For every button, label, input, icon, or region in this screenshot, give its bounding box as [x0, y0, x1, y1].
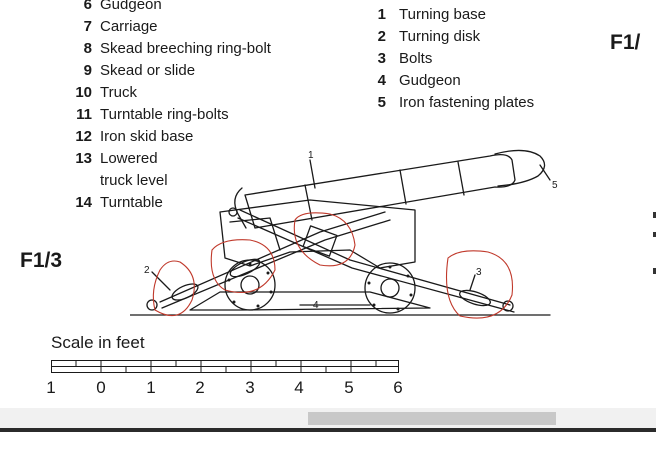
- barrel-ring: [457, 161, 465, 196]
- annotation-circle: [293, 212, 356, 267]
- gun-carriage: [219, 199, 416, 269]
- callout-leader: [151, 271, 171, 291]
- bottom-blank-area: [0, 432, 656, 452]
- breeching-block: [302, 225, 338, 257]
- barrel-ring: [304, 184, 313, 221]
- window-bottom-border: [0, 428, 656, 432]
- truck-axle: [380, 278, 400, 298]
- truck-axle: [240, 275, 260, 295]
- callout-leader: [539, 164, 551, 181]
- front-truck: [224, 259, 276, 311]
- rear-truck: [364, 262, 416, 314]
- scale-number: 6: [393, 378, 403, 397]
- tackle-rope: [237, 217, 515, 313]
- scale-number: 4: [294, 378, 304, 397]
- skid-base: [189, 291, 431, 311]
- scale-number: 5: [344, 378, 354, 397]
- truck-rivets: [227, 262, 413, 311]
- annotation-circle: [210, 239, 276, 294]
- callout-leader: [309, 159, 316, 189]
- tackle-block: [171, 283, 199, 301]
- callout-number: 5: [552, 180, 558, 191]
- scale-number: 1: [46, 378, 56, 397]
- scale-number: 2: [195, 378, 205, 397]
- callout-number: 1: [308, 150, 314, 161]
- tackle-block: [459, 289, 491, 307]
- cannon-carriage-diagram: 1 2 3 4 5: [130, 149, 558, 319]
- legend-item: truck level: [100, 172, 168, 189]
- tackle-rope: [159, 211, 386, 303]
- carriage-detail: [229, 217, 281, 251]
- tackle-rope: [239, 209, 511, 306]
- callout-leader: [469, 274, 476, 291]
- edge-marks: [653, 212, 656, 274]
- scale-number: 0: [96, 378, 106, 397]
- ring-bolt: [146, 299, 158, 311]
- figure-label: F1/3: [20, 249, 63, 272]
- scale-number: 1: [146, 378, 156, 397]
- annotation-circle: [152, 260, 195, 317]
- callout-number: 2: [144, 265, 150, 276]
- callout-number: 3: [476, 267, 482, 278]
- scale-number: 3: [245, 378, 255, 397]
- tackle-rope: [161, 219, 391, 309]
- callout-number: 4: [313, 300, 319, 311]
- ring-bolt: [502, 300, 514, 312]
- scale-numbers: 1 0 1 2 3 4 5 6: [0, 378, 656, 400]
- red-annotations: [152, 212, 514, 319]
- scale-title: Scale in feet: [51, 333, 145, 352]
- cannon-muzzle: [494, 149, 546, 187]
- scrollbar-thumb[interactable]: [308, 412, 556, 425]
- ring-bolt: [228, 207, 238, 217]
- cannon-barrel: [244, 154, 516, 229]
- cascabel: [234, 187, 247, 229]
- barrel-ring: [399, 169, 407, 205]
- figure-label-cropped: F1/: [610, 31, 641, 54]
- tackle-block: [229, 258, 261, 278]
- annotation-circle: [445, 250, 514, 319]
- scale-bar: [51, 360, 399, 373]
